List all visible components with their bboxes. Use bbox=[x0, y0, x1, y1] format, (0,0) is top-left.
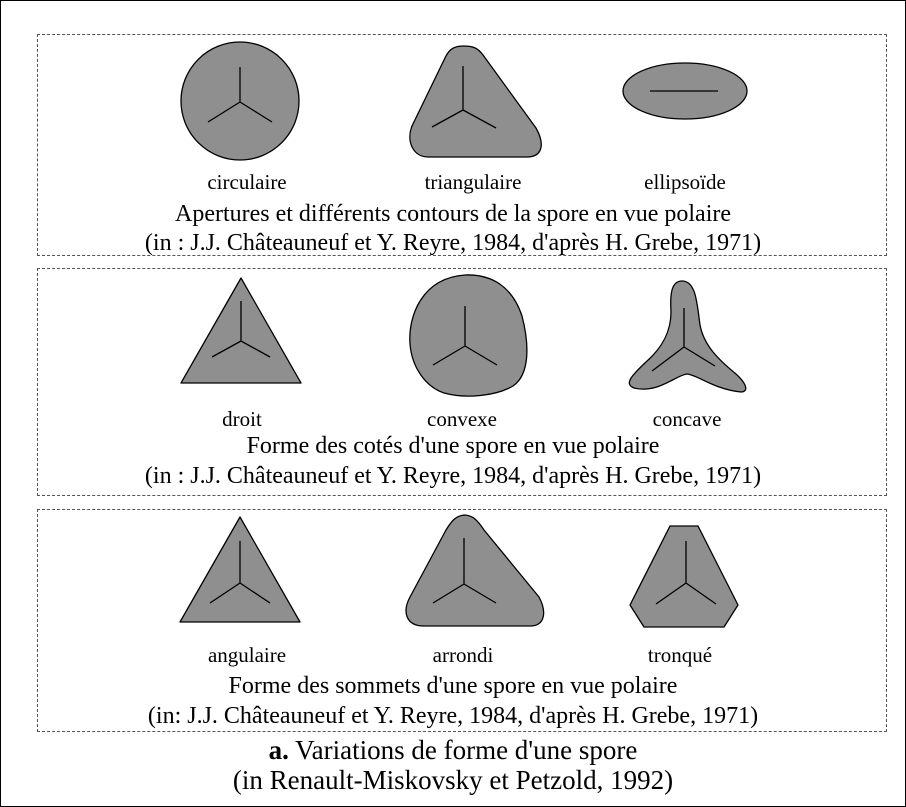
figure-title: Variations de forme d'une spore bbox=[288, 735, 638, 765]
figure-source: (in Renault-Miskovsky et Petzold, 1992) bbox=[232, 765, 674, 795]
spore-straight bbox=[180, 277, 302, 384]
panel-apertures-contours bbox=[37, 34, 887, 256]
section-2-caption: Forme des cotés d'une spore en vue polai… bbox=[246, 433, 660, 459]
section-1-caption: Apertures et différents contours de la s… bbox=[174, 201, 732, 227]
spore-angular bbox=[179, 516, 301, 623]
spore-concave bbox=[628, 280, 747, 393]
label-concave: concave bbox=[652, 407, 722, 431]
label-tronque: tronqué bbox=[647, 643, 713, 667]
spore-truncated bbox=[629, 525, 739, 628]
label-ellipsoide: ellipsoïde bbox=[644, 170, 726, 194]
panel-side-shapes bbox=[37, 268, 887, 496]
label-droit: droit bbox=[222, 407, 262, 431]
label-triangulaire: triangulaire bbox=[424, 170, 522, 194]
section-3-caption: Forme des sommets d'une spore en vue pol… bbox=[228, 673, 678, 699]
section-3-source: (in: J.J. Châteauneuf et Y. Reyre, 1984,… bbox=[147, 703, 759, 729]
panel-apex-shapes bbox=[37, 509, 887, 732]
label-convexe: convexe bbox=[427, 407, 497, 431]
figure-letter: a. bbox=[268, 735, 289, 765]
spore-circular bbox=[180, 41, 300, 161]
spore-convex bbox=[409, 274, 528, 397]
spore-rounded bbox=[405, 514, 545, 627]
figure-caption: a. Variations de forme d'une spore bbox=[0, 737, 906, 764]
spore-ellipsoid bbox=[622, 62, 748, 120]
spore-triangular bbox=[409, 45, 542, 158]
label-angulaire: angulaire bbox=[207, 643, 287, 667]
label-circulaire: circulaire bbox=[207, 170, 287, 194]
section-1-source: (in : J.J. Châteauneuf et Y. Reyre, 1984… bbox=[144, 230, 762, 256]
section-2-source: (in : J.J. Châteauneuf et Y. Reyre, 1984… bbox=[144, 463, 762, 489]
label-arrondi: arrondi bbox=[432, 643, 494, 667]
